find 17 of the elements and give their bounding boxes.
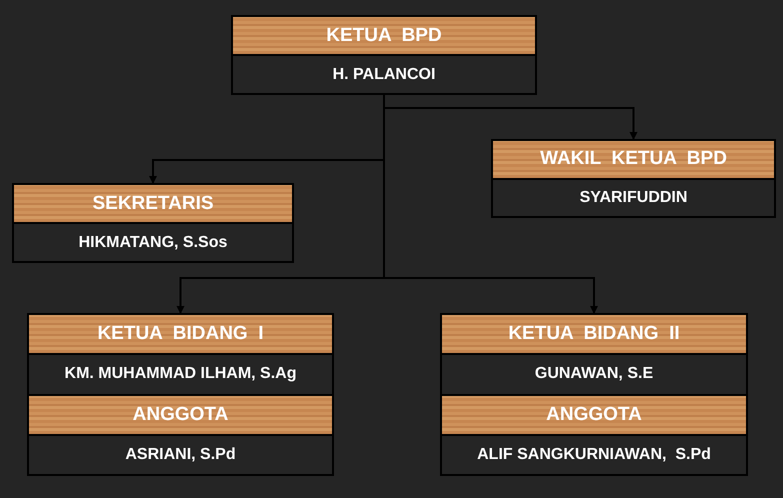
member-name: H. PALANCOI	[332, 64, 436, 84]
member-name: SYARIFUDDIN	[578, 188, 688, 208]
position-title: ANGGOTA	[442, 396, 746, 436]
member-name: ALIF SANGKURNIAWAN, S.Pd	[476, 444, 712, 465]
member-name: ASRIANI, S.Pd	[124, 444, 237, 465]
position-title: KETUA BIDANG II	[442, 315, 746, 356]
position-title: ANGGOTA	[29, 396, 332, 436]
position-title: SEKRETARIS	[14, 185, 292, 224]
org-box	[491, 139, 776, 218]
position-title: WAKIL KETUA BPD	[493, 141, 774, 180]
member-name: HIKMATANG, S.Sos	[78, 232, 228, 252]
position-title: KETUA BPD	[233, 17, 535, 56]
org-box	[231, 15, 537, 95]
org-box	[440, 313, 748, 476]
org-box	[12, 183, 294, 263]
position-title: KETUA BIDANG I	[29, 315, 332, 356]
org-box	[27, 313, 334, 476]
